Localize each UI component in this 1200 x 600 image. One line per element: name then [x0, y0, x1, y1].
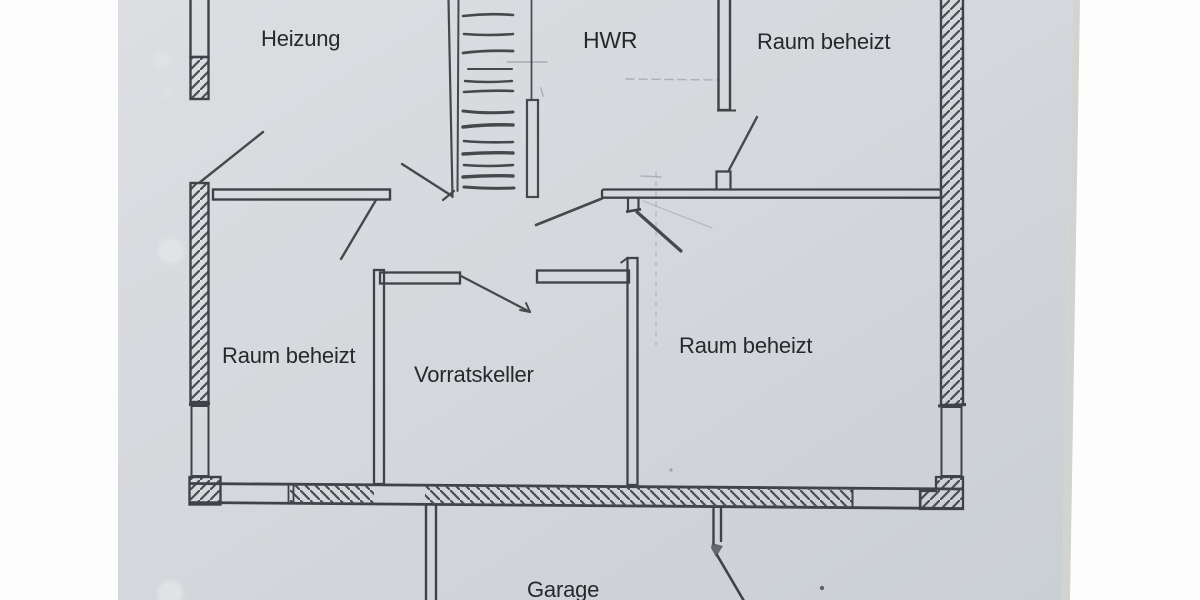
- stair-wall-right-lower: [525, 98, 540, 199]
- window-sill: [188, 401, 211, 407]
- walls-vorratskeller: [372, 256, 639, 487]
- room-label-hwr: HWR: [583, 27, 638, 53]
- corner-block: [188, 475, 222, 506]
- outer-wall-left: [188, 0, 222, 506]
- door-swing-vorratskeller: [459, 274, 532, 314]
- wall-vorratskeller-north-right: [535, 269, 631, 284]
- ink-speck: [669, 468, 673, 472]
- staircase: [441, 0, 540, 202]
- window-sill: [937, 403, 967, 408]
- room-label-garage: Garage: [527, 577, 600, 600]
- room-label-raum-beheizt-top-right: Raum beheizt: [757, 29, 891, 54]
- paper-artifacts: [154, 52, 825, 600]
- paper-stain: [154, 52, 170, 68]
- door-stub: [715, 170, 732, 190]
- wall-heizung-south: [211, 188, 392, 201]
- room-label-raum-beheizt-bottom-right: Raum beheizt: [679, 333, 813, 358]
- door-swing-hall-middle: [635, 210, 683, 253]
- ink-smudge: [711, 543, 723, 557]
- wall-vorratskeller-east: [626, 256, 639, 487]
- door-swing-heizung-entry: [197, 130, 265, 185]
- wall-hwr-east: [715, 0, 736, 190]
- wall-vorratskeller-north-left: [378, 271, 462, 285]
- paper-stain: [161, 87, 173, 99]
- door-swing-heizung-south: [339, 198, 378, 261]
- room-label-raum-beheizt-left: Raum beheizt: [222, 343, 356, 368]
- wall-hallway-south: [600, 188, 943, 214]
- punch-hole: [158, 238, 184, 264]
- room-label-vorratskeller: Vorratskeller: [414, 362, 534, 387]
- outer-wall-bottom: [189, 482, 963, 510]
- door-swing-stairs: [400, 162, 454, 198]
- punch-hole: [157, 580, 183, 600]
- door-swing-hwr-east: [727, 115, 759, 172]
- door-swings: [197, 115, 759, 314]
- wall-vorratskeller-west: [372, 268, 386, 486]
- room-label-heizung: Heizung: [261, 26, 341, 51]
- paper-sheet: [118, 0, 1080, 600]
- ink-speck: [819, 585, 825, 591]
- paper-right-edge: [1062, 0, 1080, 600]
- stair-wall-left: [447, 0, 454, 199]
- stair-treads: [461, 12, 516, 190]
- door-swing-hall-left: [534, 197, 604, 227]
- pencil-construction-lines: [506, 61, 719, 346]
- arrow-head: [519, 302, 531, 313]
- outer-wall-right: [918, 0, 967, 511]
- walls-garage: [424, 503, 745, 600]
